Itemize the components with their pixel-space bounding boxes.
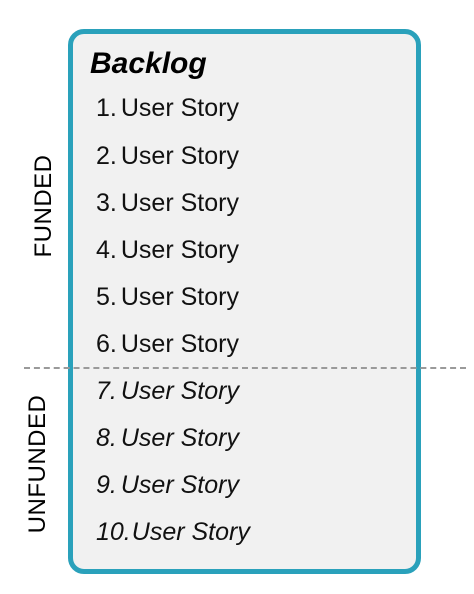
story-item: 4.User Story (96, 234, 239, 266)
story-item: 6.User Story (96, 328, 239, 360)
story-text: User Story (120, 142, 239, 170)
story-text: User Story (120, 189, 239, 217)
story-text: User Story (120, 330, 239, 358)
story-number: 2. (96, 142, 117, 170)
story-number: 7. (96, 377, 117, 405)
story-number: 8. (96, 424, 117, 452)
story-item: 7.User Story (96, 375, 239, 407)
story-item: 10.User Story (96, 516, 250, 548)
story-number: 9. (96, 471, 117, 499)
story-item: 9.User Story (96, 469, 239, 501)
story-text: User Story (120, 424, 239, 452)
story-item: 1.User Story (96, 92, 239, 124)
unfunded-label: UNFUNDED (24, 394, 51, 534)
story-item: 5.User Story (96, 281, 239, 313)
story-text: User Story (120, 283, 239, 311)
story-text: User Story (120, 236, 239, 264)
story-text: User Story (120, 377, 239, 405)
story-number: 3. (96, 189, 117, 217)
story-text: User Story (120, 94, 239, 122)
backlog-title: Backlog (90, 47, 207, 80)
story-text: User Story (120, 471, 239, 499)
funded-label: FUNDED (30, 154, 57, 258)
backlog-panel (68, 29, 421, 574)
funding-divider (24, 367, 466, 369)
story-number: 5. (96, 283, 117, 311)
story-item: 3.User Story (96, 187, 239, 219)
story-item: 8.User Story (96, 422, 239, 454)
story-number: 6. (96, 330, 117, 358)
story-text: User Story (131, 518, 250, 546)
story-number: 4. (96, 236, 117, 264)
story-item: 2.User Story (96, 140, 239, 172)
story-number: 1. (96, 94, 117, 122)
story-number: 10. (96, 518, 131, 546)
